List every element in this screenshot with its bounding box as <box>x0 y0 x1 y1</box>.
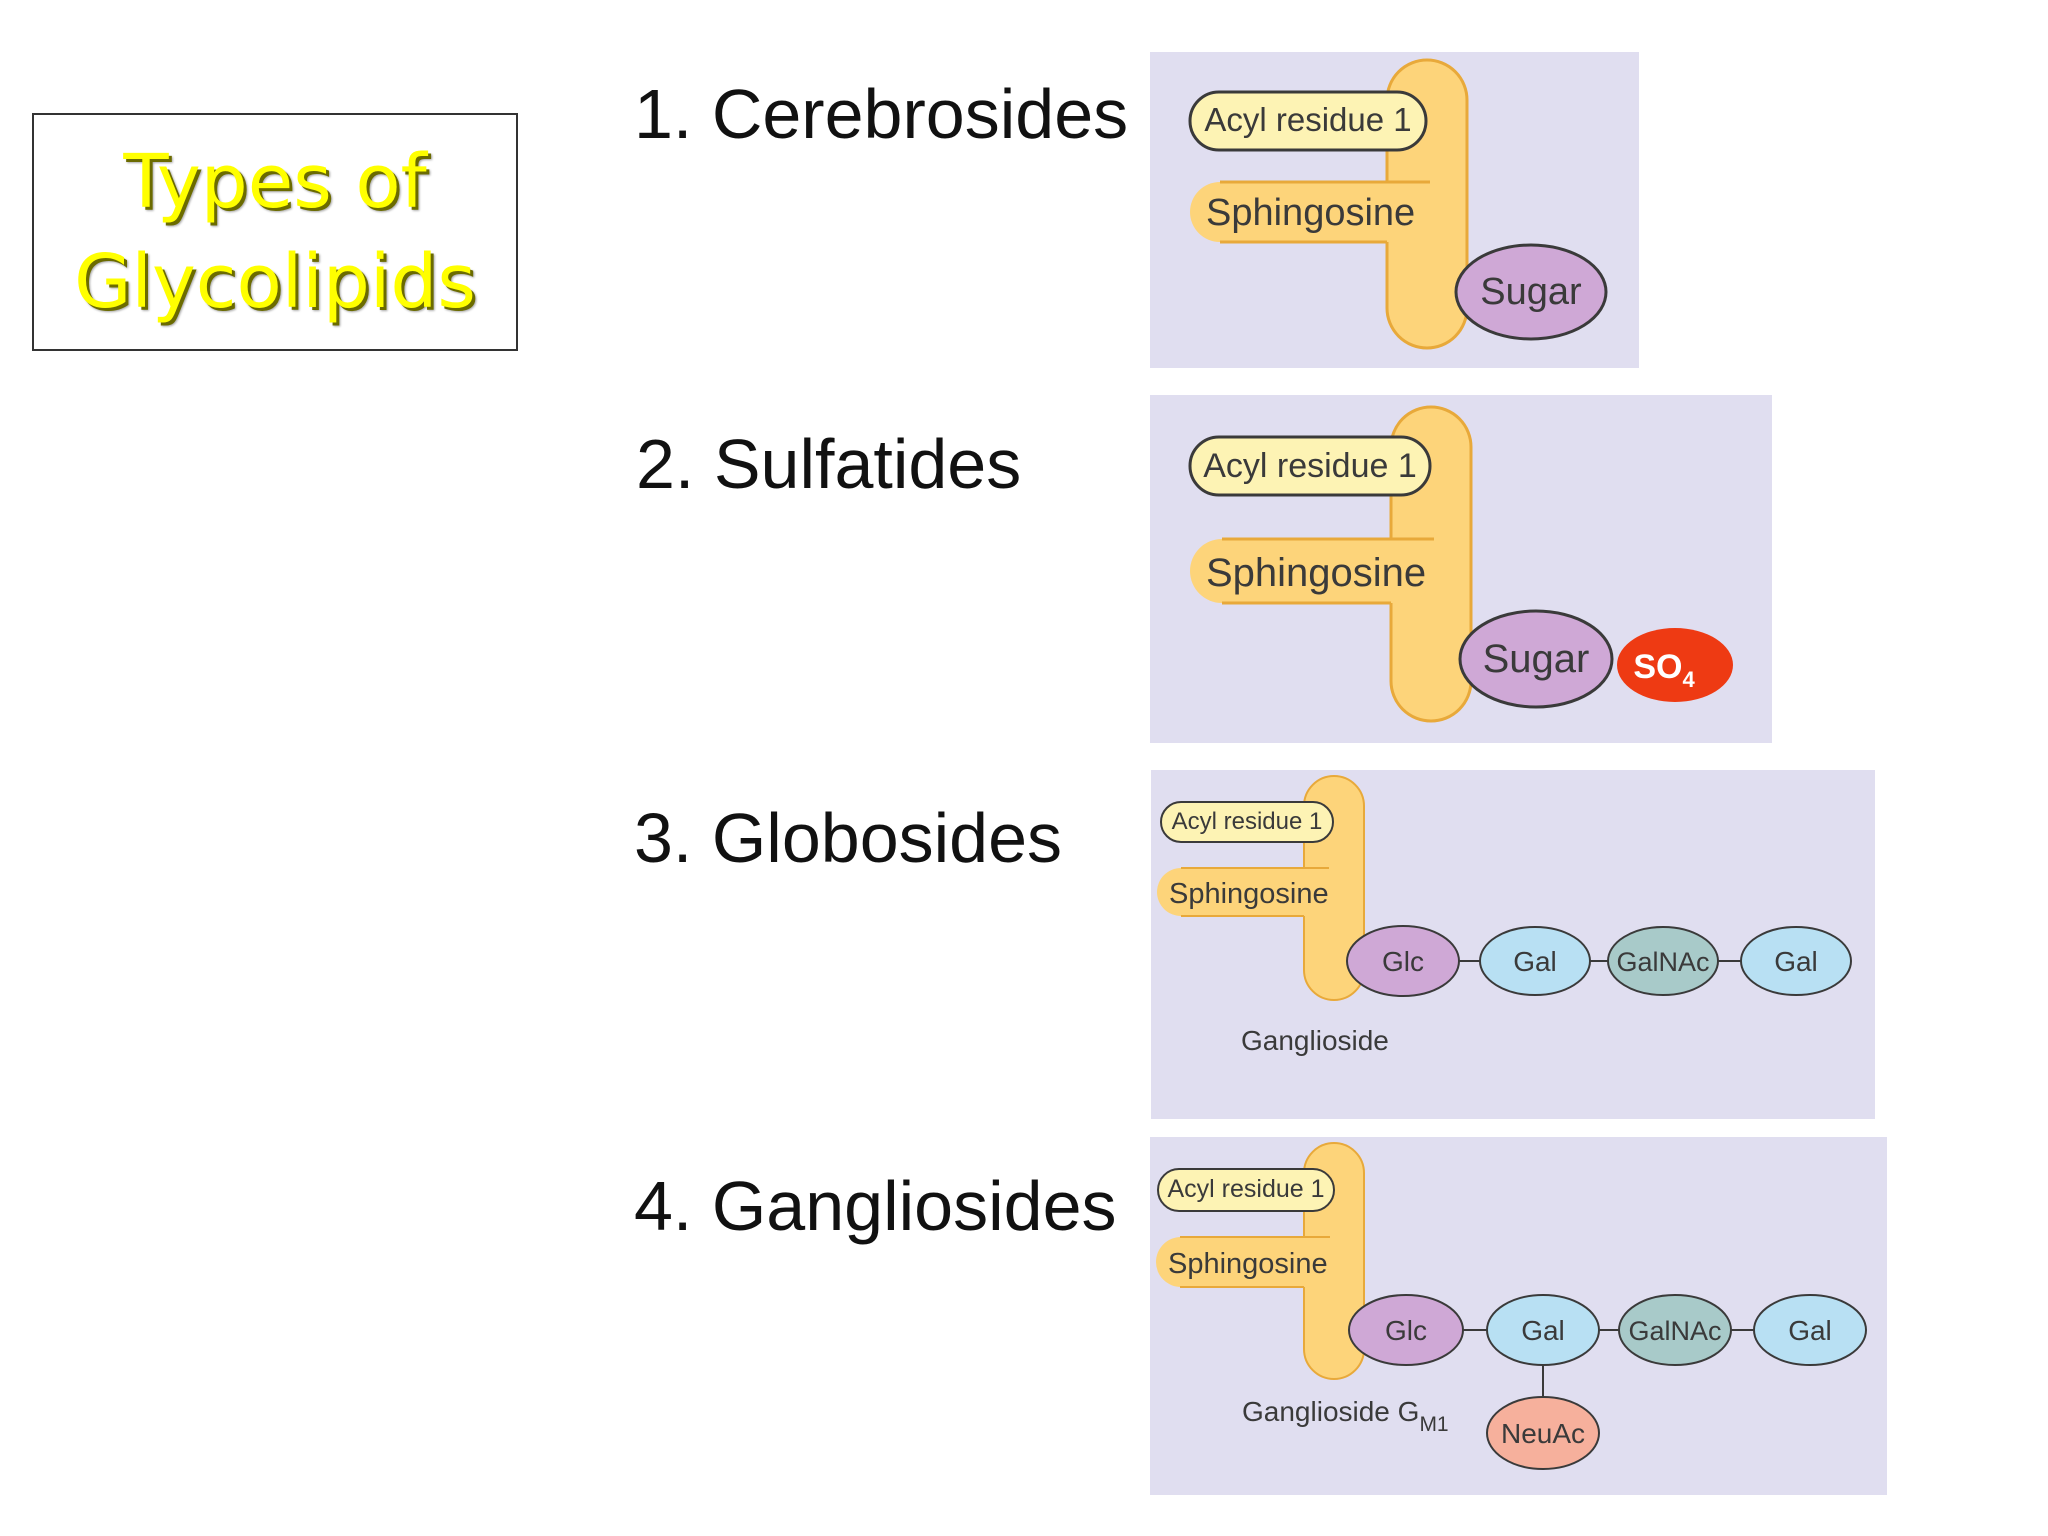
globoside-diagram: Acyl residue 1 Sphingosine Glc Gal GalNA… <box>1151 770 1875 1119</box>
page-title: Types of Glycolipids <box>74 132 476 332</box>
galnac-label: GalNAc <box>1628 1316 1721 1346</box>
cerebroside-diagram: Acyl residue 1 Sphingosine Sugar <box>1150 52 1639 368</box>
acyl-label: Acyl residue 1 <box>1167 1175 1324 1203</box>
sugar-label: Sugar <box>1480 271 1582 313</box>
gal-node-2 <box>1740 926 1852 996</box>
caption: Ganglioside <box>1241 1025 1389 1056</box>
acyl-residue-pill <box>1188 90 1428 152</box>
neuac-node <box>1486 1396 1600 1470</box>
gal-label-2: Gal <box>1788 1315 1832 1346</box>
gal-node-1 <box>1486 1294 1600 1366</box>
gal-label-2: Gal <box>1774 946 1818 977</box>
sphingosine-label: Sphingosine <box>1168 1248 1328 1280</box>
title-line-1: Types of <box>123 139 427 225</box>
sphingosine-bar <box>1190 539 1434 603</box>
heading-cerebrosides: 1. Cerebrosides <box>634 75 1129 153</box>
sulfatide-diagram: Acyl residue 1 Sphingosine Sugar SO4 <box>1150 395 1772 743</box>
glc-label: Glc <box>1382 946 1424 977</box>
sugar-node <box>1454 243 1608 341</box>
acyl-residue-pill <box>1160 801 1334 843</box>
sphingosine-label: Sphingosine <box>1169 878 1329 910</box>
title-line-2: Glycolipids <box>74 239 476 325</box>
title-box: Types of Glycolipids <box>32 113 518 351</box>
sphingosine-label: Sphingosine <box>1206 192 1415 234</box>
so4-node <box>1617 628 1733 702</box>
glc-node <box>1346 925 1460 997</box>
gal-node-2 <box>1753 1294 1867 1366</box>
sugar-label: Sugar <box>1483 637 1590 681</box>
neuac-label: NeuAc <box>1501 1418 1585 1449</box>
acyl-residue-pill <box>1188 435 1432 497</box>
sphingosine-bar <box>1190 182 1430 242</box>
gal-node-1 <box>1479 926 1591 996</box>
acyl-label: Acyl residue 1 <box>1203 447 1417 485</box>
heading-gangliosides: 4. Gangliosides <box>634 1167 1117 1245</box>
gal-label-1: Gal <box>1513 946 1557 977</box>
sugar-node <box>1458 609 1614 709</box>
acyl-residue-pill <box>1157 1168 1335 1212</box>
caption: Ganglioside GM1 <box>1242 1396 1449 1436</box>
heading-globosides: 3. Globosides <box>634 799 1063 877</box>
galnac-node <box>1618 1294 1732 1366</box>
heading-sulfatides: 2. Sulfatides <box>636 425 1022 503</box>
sphingosine-label: Sphingosine <box>1206 551 1426 595</box>
sphingosine-bar <box>1156 1237 1330 1287</box>
acyl-label: Acyl residue 1 <box>1204 101 1411 138</box>
gal-label-1: Gal <box>1521 1315 1565 1346</box>
glc-node <box>1348 1294 1464 1366</box>
glc-label: Glc <box>1385 1315 1427 1346</box>
so4-label: SO4 <box>1633 648 1695 692</box>
acyl-label: Acyl residue 1 <box>1172 808 1323 835</box>
galnac-node <box>1607 926 1719 996</box>
ganglioside-diagram: Acyl residue 1 Sphingosine Glc Gal GalNA… <box>1150 1137 1887 1495</box>
galnac-label: GalNAc <box>1616 947 1709 977</box>
sphingosine-bar <box>1157 868 1329 916</box>
